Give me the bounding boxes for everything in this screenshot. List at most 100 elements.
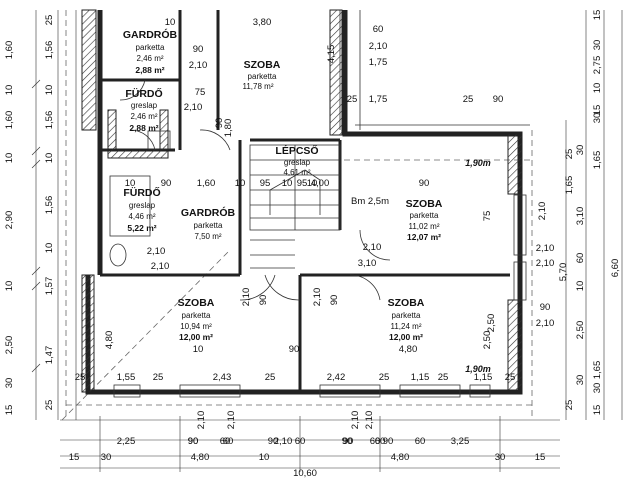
room-floor: parketta — [194, 221, 223, 230]
dimension-value: 25 — [463, 94, 474, 105]
dimension-value: 10 — [44, 85, 55, 96]
dimension-value: 2,50 — [486, 314, 497, 333]
dimension-value: 60 — [575, 253, 586, 264]
room-area: 4,46 m² — [128, 212, 155, 221]
dimension-value: 4,80 — [104, 331, 115, 350]
dimension-value: 1,80 — [223, 119, 234, 138]
dimension-value: 4,00 — [311, 178, 330, 189]
dimension-value: 95 — [297, 178, 308, 189]
dimension-value: 10 — [165, 17, 176, 28]
dimension-value: 15 — [69, 452, 80, 463]
room-area: 11,02 m² — [409, 222, 440, 231]
dimension-value: 1,57 — [44, 277, 55, 296]
room-total: 12,00 m² — [179, 332, 213, 342]
dimension-value: 1,75 — [369, 94, 388, 105]
dimension-value: 2,10 — [151, 261, 170, 272]
dimension-value: 10 — [193, 344, 204, 355]
dimension-value: 10 — [259, 452, 270, 463]
dimension-value: 2,10 — [536, 243, 555, 254]
dimension-value: 1,65 — [592, 361, 603, 380]
dimension-value: 2,10 — [536, 318, 555, 329]
dimension-value: 4,80 — [399, 344, 418, 355]
dimension-value: 2,10 — [536, 258, 555, 269]
dimension-value: 2,10 — [537, 202, 548, 221]
dimension-value: 1,65 — [592, 151, 603, 170]
dimension-value: 90 — [214, 118, 225, 129]
dimension-value: 90 — [268, 436, 279, 447]
dimension-value: 4,80 — [191, 452, 210, 463]
dimension-value: 10 — [4, 281, 15, 292]
dimension-value: 10 — [44, 153, 55, 164]
room-area: 11,24 m² — [391, 322, 422, 331]
dimension-value: 10 — [235, 178, 246, 189]
dimension-value: 90 — [493, 94, 504, 105]
total-width-dimension: 10,60 — [293, 468, 317, 479]
room-floor: parketta — [248, 72, 277, 81]
dimension-value: 10 — [4, 85, 15, 96]
dimension-value: 1,56 — [44, 111, 55, 130]
room-floor: greslap — [284, 158, 311, 167]
room-name: FÜRDŐ — [125, 87, 162, 100]
dimension-value: 2,10 — [189, 60, 208, 71]
room-floor: parketta — [182, 311, 211, 320]
dimension-value: 10 — [575, 281, 586, 292]
dimension-value: 25 — [564, 400, 575, 411]
room-floor: greslap — [129, 201, 156, 210]
dimension-value: 25 — [347, 94, 358, 105]
dimension-value: 2,10 — [184, 102, 203, 113]
dimension-value: 90 — [161, 178, 172, 189]
dimension-value: 3,25 — [451, 436, 470, 447]
dimension-value: 25 — [438, 372, 449, 383]
bottom-dimension-lines — [60, 416, 560, 472]
dimension-value: 2,50 — [482, 331, 493, 350]
dimension-value: 2,50 — [4, 336, 15, 355]
level-mark-top: 1,90m — [465, 158, 491, 168]
right-middle-dimensions: 5,70 — [558, 263, 569, 282]
dimension-value: 25 — [379, 372, 390, 383]
dimension-value: 3,10 — [358, 258, 377, 269]
level-labels: Bm 2,5m 1,90m 1,90m — [351, 158, 491, 374]
height-mark: Bm 2,5m — [351, 196, 389, 207]
dimension-value: 1,60 — [4, 111, 15, 130]
dimension-value: 30 — [592, 383, 603, 394]
room-name: LÉPCSŐ — [275, 144, 318, 157]
room-area: 11,78 m² — [243, 82, 274, 91]
dimension-value: 6,60 — [610, 259, 621, 278]
room-area: 4,61 m² — [283, 168, 310, 177]
staircase — [249, 144, 341, 269]
dimension-value: 75 — [482, 211, 493, 222]
door-swings — [119, 79, 391, 301]
dimension-value: 1,47 — [44, 346, 55, 365]
room-name: GARDRÓB — [181, 206, 236, 219]
interior-walls — [100, 10, 510, 392]
room-name: SZOBA — [244, 59, 281, 71]
dimension-value: 60 — [295, 436, 306, 447]
dimension-value: 5,70 — [558, 263, 569, 282]
dimension-value: 90 — [342, 436, 353, 447]
dimension-value: 2,75 — [592, 56, 603, 75]
dimension-value: 60 — [223, 436, 234, 447]
dimension-value: 10 — [125, 178, 136, 189]
room-floor: parketta — [392, 311, 421, 320]
dimension-value: 90 — [193, 44, 204, 55]
windows — [113, 194, 527, 398]
dimension-value: 90 — [419, 178, 430, 189]
dimension-value: 2,43 — [213, 372, 232, 383]
room-name: SZOBA — [406, 198, 443, 210]
dimension-value: 30 — [495, 452, 506, 463]
dimension-value: 2,10 — [369, 41, 388, 52]
dimension-value: 60 — [373, 24, 384, 35]
dimension-value: 25 — [44, 15, 55, 26]
room-name: SZOBA — [178, 297, 215, 309]
dimension-value: 25 — [153, 372, 164, 383]
room-total: 5,22 m² — [127, 223, 156, 233]
dimension-value: 25 — [505, 372, 516, 383]
dimension-value: 4,15 — [326, 45, 337, 64]
